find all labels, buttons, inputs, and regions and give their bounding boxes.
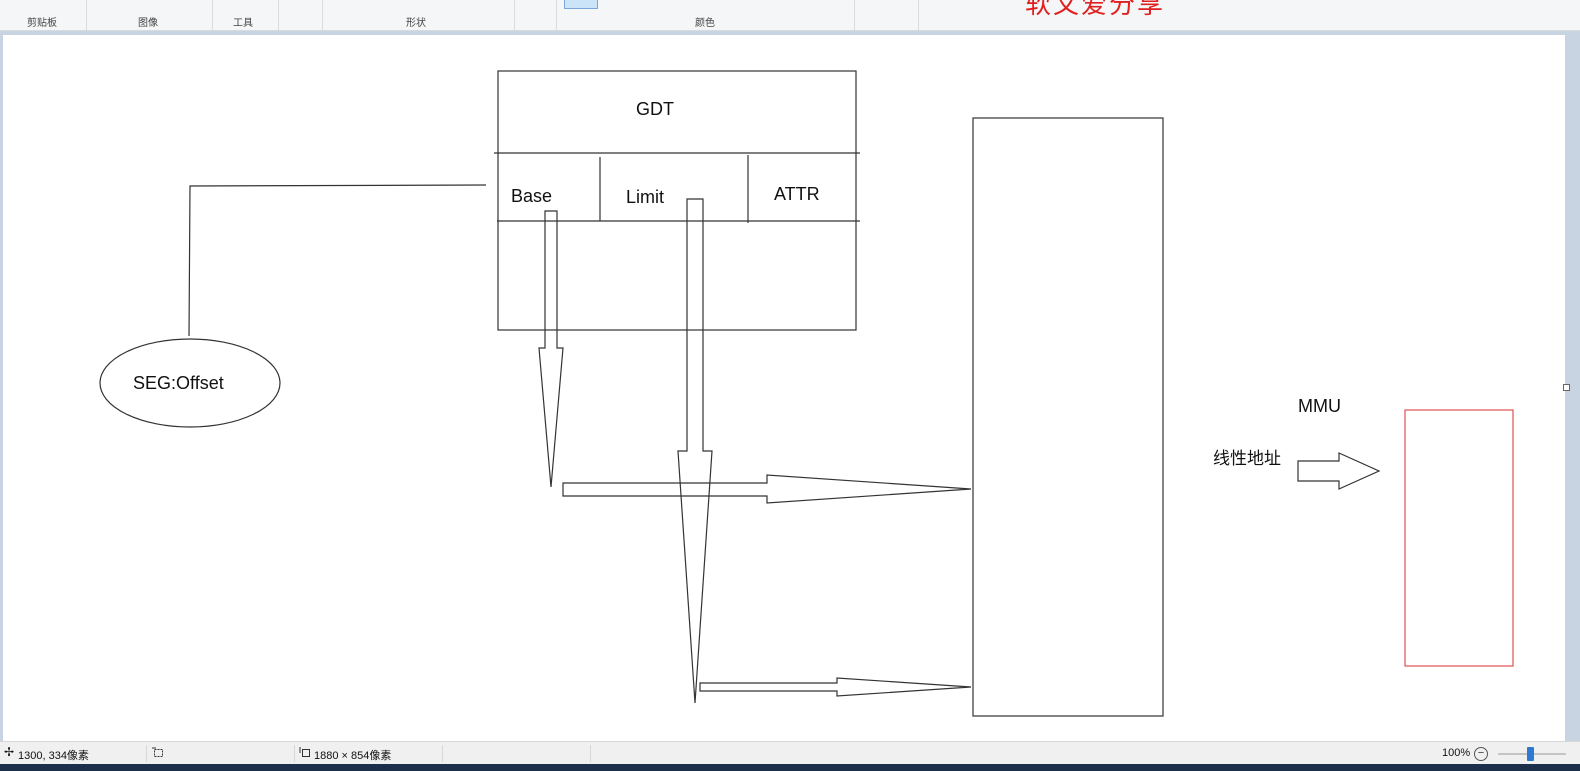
zoom-slider-thumb[interactable] (1527, 747, 1534, 761)
ribbon-tool-hint[interactable] (526, 0, 536, 4)
ribbon-tool-hint[interactable] (860, 0, 910, 4)
group-label-colors: 颜色 (695, 18, 715, 29)
physical-page-box (1404, 409, 1514, 667)
ribbon-tool-hint[interactable] (604, 0, 612, 4)
ribbon-tool-hint[interactable] (288, 0, 294, 4)
gdt-table-box (497, 70, 857, 331)
image-size: 1880 × 854像素 (314, 750, 392, 762)
status-separator (590, 745, 591, 762)
canvas-resize-handle[interactable] (1563, 384, 1570, 391)
linear-address-label: 线性地址 (1213, 449, 1281, 468)
image-size-icon (299, 747, 311, 761)
canvas-area: GDT Base Limit ATTR SEG:Offset MMU 线性地址 (0, 31, 1580, 741)
drawing-canvas[interactable]: GDT Base Limit ATTR SEG:Offset MMU 线性地址 (3, 35, 1565, 741)
group-separator (556, 0, 557, 30)
selector-label: SEG:Offset (133, 373, 224, 393)
field-limit-label: Limit (626, 187, 664, 207)
group-separator (322, 0, 323, 30)
limit-right-arrow (699, 677, 972, 697)
status-bar: ✢ 1300, 334像素 1880 × 854像素 100% − (0, 741, 1580, 765)
group-separator (212, 0, 213, 30)
diagram-svg: GDT Base Limit ATTR SEG:Offset MMU 线性地址 (99, 70, 1514, 717)
zoom-level: 100% (1442, 747, 1471, 759)
group-separator (854, 0, 855, 30)
ribbon: 剪贴板 图像 工具 形状 颜色 软文爱分享 (0, 0, 1580, 31)
group-label-clipboard: 剪贴板 (27, 18, 57, 29)
selection-size-icon (152, 747, 164, 761)
group-separator (86, 0, 87, 30)
taskbar-edge (0, 764, 1580, 771)
ribbon-tool-hint[interactable] (98, 0, 108, 4)
linear-memory-block (972, 117, 1164, 717)
ribbon-tool-hint[interactable] (820, 0, 840, 4)
base-right-arrow (562, 474, 972, 504)
selector-connector-line (188, 184, 487, 337)
mmu-label: MMU (1298, 396, 1341, 416)
field-attr-label: ATTR (774, 184, 820, 204)
status-separator (442, 745, 443, 762)
group-label-tools: 工具 (233, 18, 253, 29)
group-separator (918, 0, 919, 30)
crosshair-move-icon: ✢ (4, 745, 15, 759)
group-separator (278, 0, 279, 30)
group-separator (514, 0, 515, 30)
group-label-shapes: 形状 (406, 18, 426, 29)
status-separator (146, 745, 147, 762)
status-separator (294, 745, 295, 762)
group-label-image: 图像 (138, 18, 158, 29)
limit-down-arrow (677, 198, 713, 704)
field-base-label: Base (511, 186, 552, 206)
color1-selected-tile[interactable] (564, 0, 598, 9)
base-down-arrow (538, 210, 564, 488)
selector-ellipse (99, 338, 281, 428)
zoom-out-icon[interactable]: − (1474, 747, 1488, 761)
gdt-title: GDT (636, 99, 674, 119)
watermark-text: 软文爱分享 (1025, 0, 1166, 20)
cursor-position: 1300, 334像素 (18, 750, 89, 762)
mmu-arrow (1297, 452, 1381, 490)
